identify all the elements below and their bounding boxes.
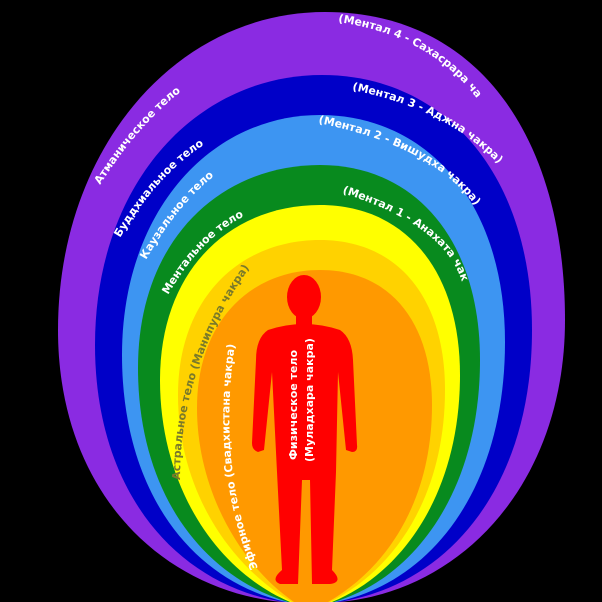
label-muladhara-chakra: (Муладхара чакра) [303,338,316,462]
label-physical-body: Физическое тело [287,350,300,460]
human-silhouette-icon [252,275,358,584]
